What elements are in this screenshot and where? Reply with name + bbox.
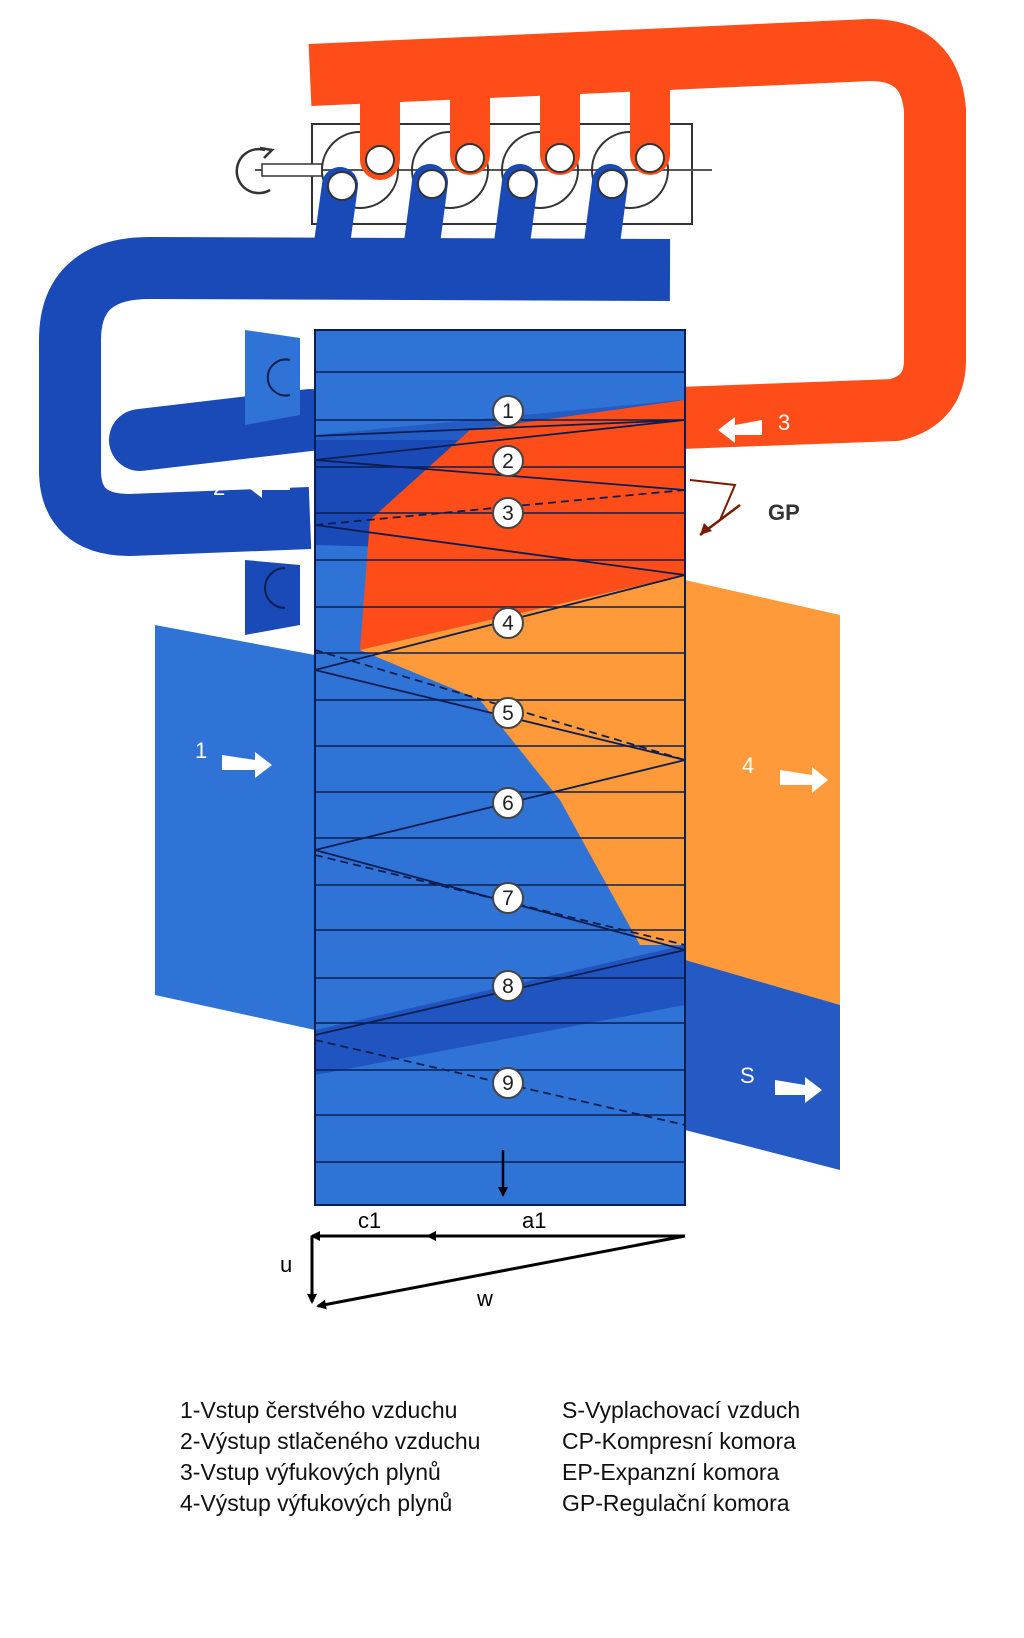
c1-label: c1 [358,1208,381,1233]
expansion-chamber [245,560,300,635]
exhaust-outlet [685,580,840,1005]
cell-number: 3 [502,502,514,525]
legend-item: 4-Výstup výfukových plynů [180,1490,453,1516]
legend-right: S-Vyplachovací vzduch CP-Kompresní komor… [562,1395,800,1519]
legend-item: EP-Expanzní komora [562,1459,780,1485]
cell-number: 8 [502,975,514,998]
arrow-right-icon [780,767,828,793]
vector-w [316,1234,686,1310]
cell-number: 6 [502,792,514,815]
cp-label: CP [198,363,229,388]
arrow-left-icon [718,417,762,443]
legend-left: 1-Vstup čerstvého vzduchu 2-Výstup stlač… [180,1395,480,1519]
compression-chamber [245,330,300,425]
scavenge-label: S [740,1063,755,1088]
cell-number: 1 [502,400,514,423]
outlet-4-label: 4 [742,753,754,778]
arrow-right-icon [775,1077,822,1103]
arrow-left-icon [245,472,290,498]
legend-item: S-Vyplachovací vzduch [562,1397,801,1423]
cell-numbers: 1 2 3 4 5 6 7 8 9 [492,395,524,1099]
cell-number: 5 [502,702,514,725]
legend-item: 1-Vstup čerstvého vzduchu [180,1397,458,1423]
inlet-1-label: 1 [195,738,207,763]
u-label: u [280,1252,292,1277]
fresh-air-inlet [155,625,315,1030]
flow-arrows [222,417,828,1103]
velocity-triangle [307,1231,686,1310]
cell-number: 7 [502,887,514,910]
a1-label: a1 [522,1208,546,1233]
legend-item: 3-Vstup výfukových plynů [180,1459,441,1485]
exhaust-manifold [308,19,966,449]
ep-label: EP [200,578,229,603]
gp-label: GP [768,500,800,525]
arrow-right-icon [222,752,272,778]
cell-number: 4 [502,612,514,635]
legend-item: GP-Regulační komora [562,1490,790,1516]
scavenge-outlet [685,960,840,1170]
outlet-2-label: 2 [213,475,225,500]
rotor-column [314,329,686,1206]
w-label: w [476,1286,493,1311]
inlet-3-label: 3 [778,410,790,435]
cell-number: 2 [502,450,514,473]
legend-item: 2-Výstup stlačeného vzduchu [180,1428,481,1454]
legend-item: CP-Kompresní komora [562,1428,796,1454]
compressed-air-manifold [39,164,671,556]
cell-number: 9 [502,1072,514,1095]
